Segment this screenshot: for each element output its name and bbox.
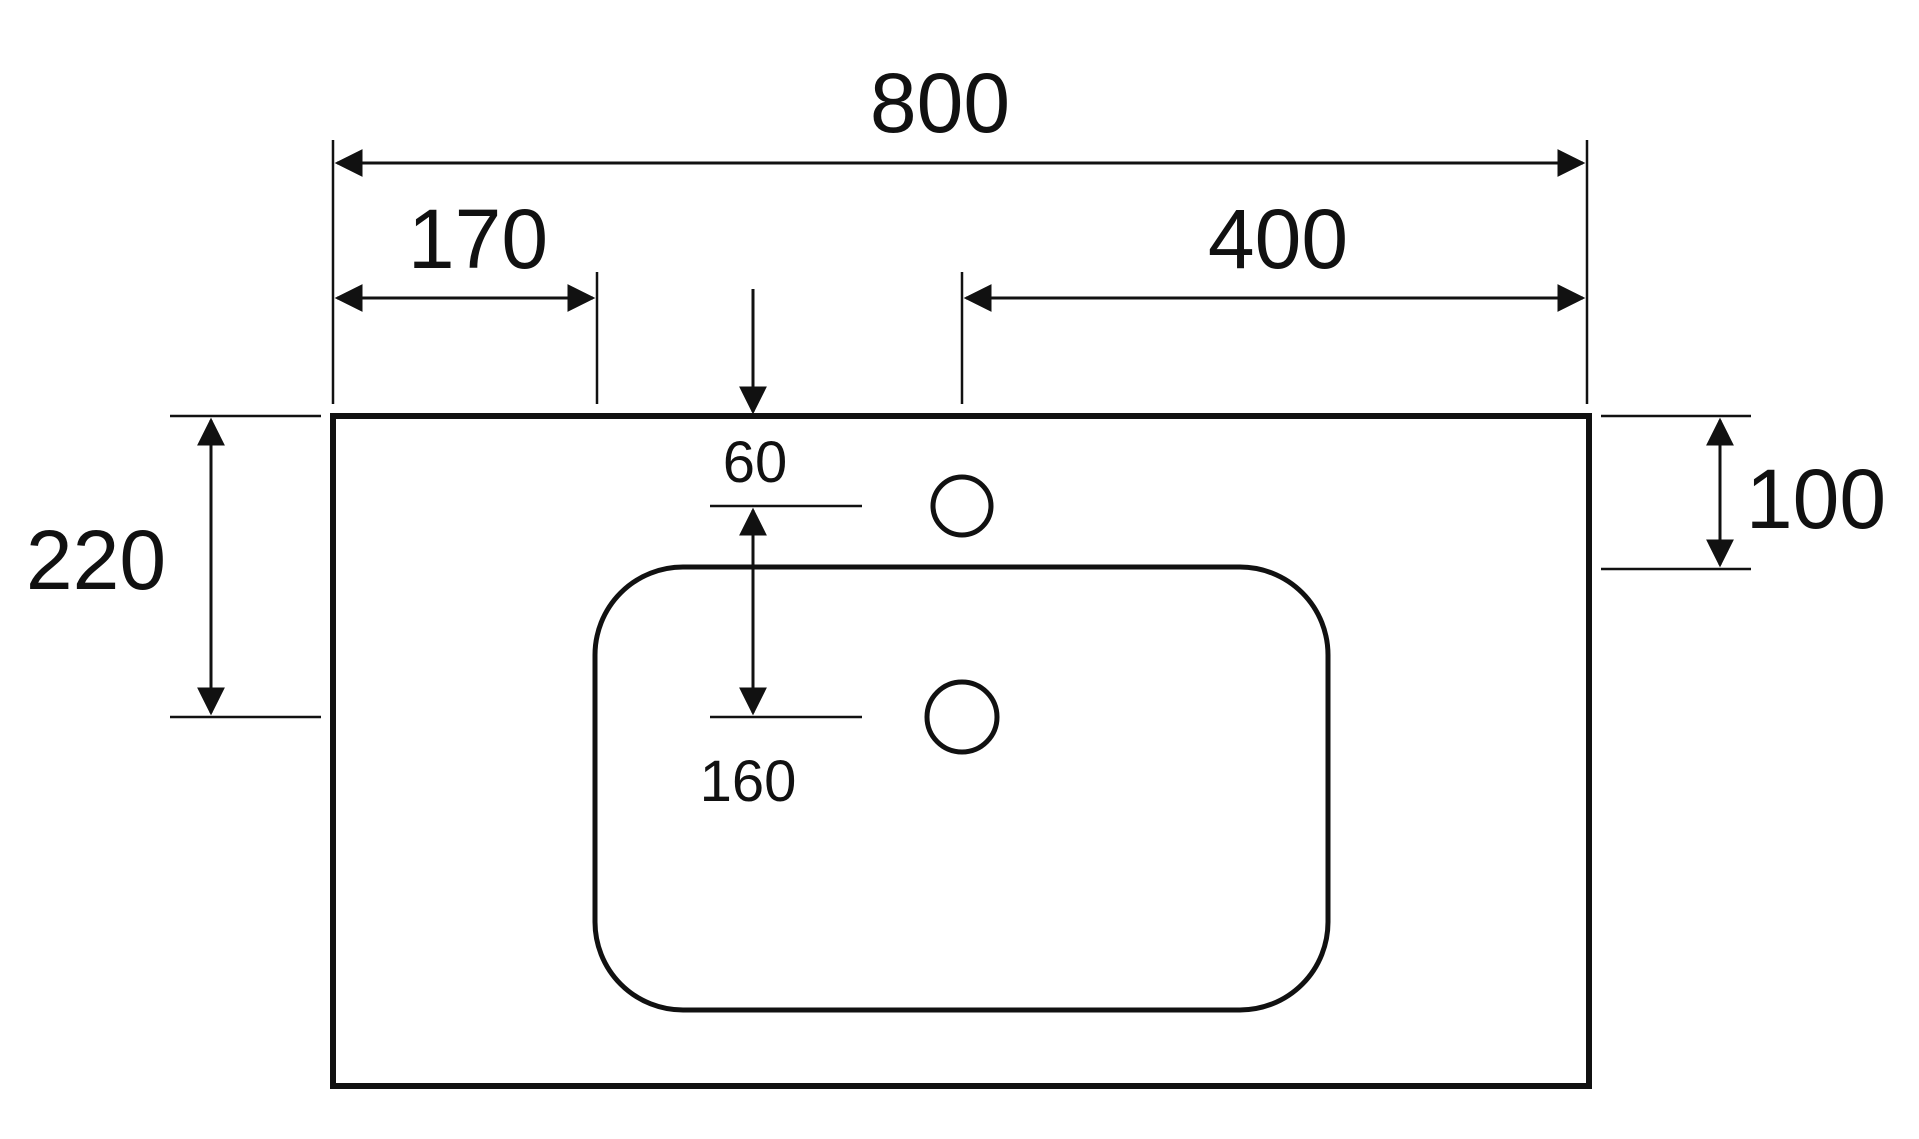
drain-hole-lower — [924, 679, 1000, 755]
sink-bowl-outline — [592, 564, 1331, 1013]
top-extension-lines — [331, 140, 1589, 404]
faucet-hole-upper — [930, 474, 994, 538]
upper-hole-offset-label: 60 — [723, 430, 788, 495]
left-depth-label: 220 — [26, 513, 166, 607]
left-offset-label: 170 — [408, 192, 548, 286]
right-depth-label: 100 — [1746, 452, 1886, 546]
lower-hole-offset-label: 160 — [700, 749, 797, 814]
overall-width-label: 800 — [870, 56, 1010, 150]
right-offset-label: 400 — [1208, 192, 1348, 286]
right-depth-extension-lines — [1601, 414, 1751, 571]
countertop-outline — [330, 413, 1592, 1089]
hole-spacing-extension-lines — [710, 504, 862, 719]
left-depth-extension-lines — [170, 414, 321, 719]
